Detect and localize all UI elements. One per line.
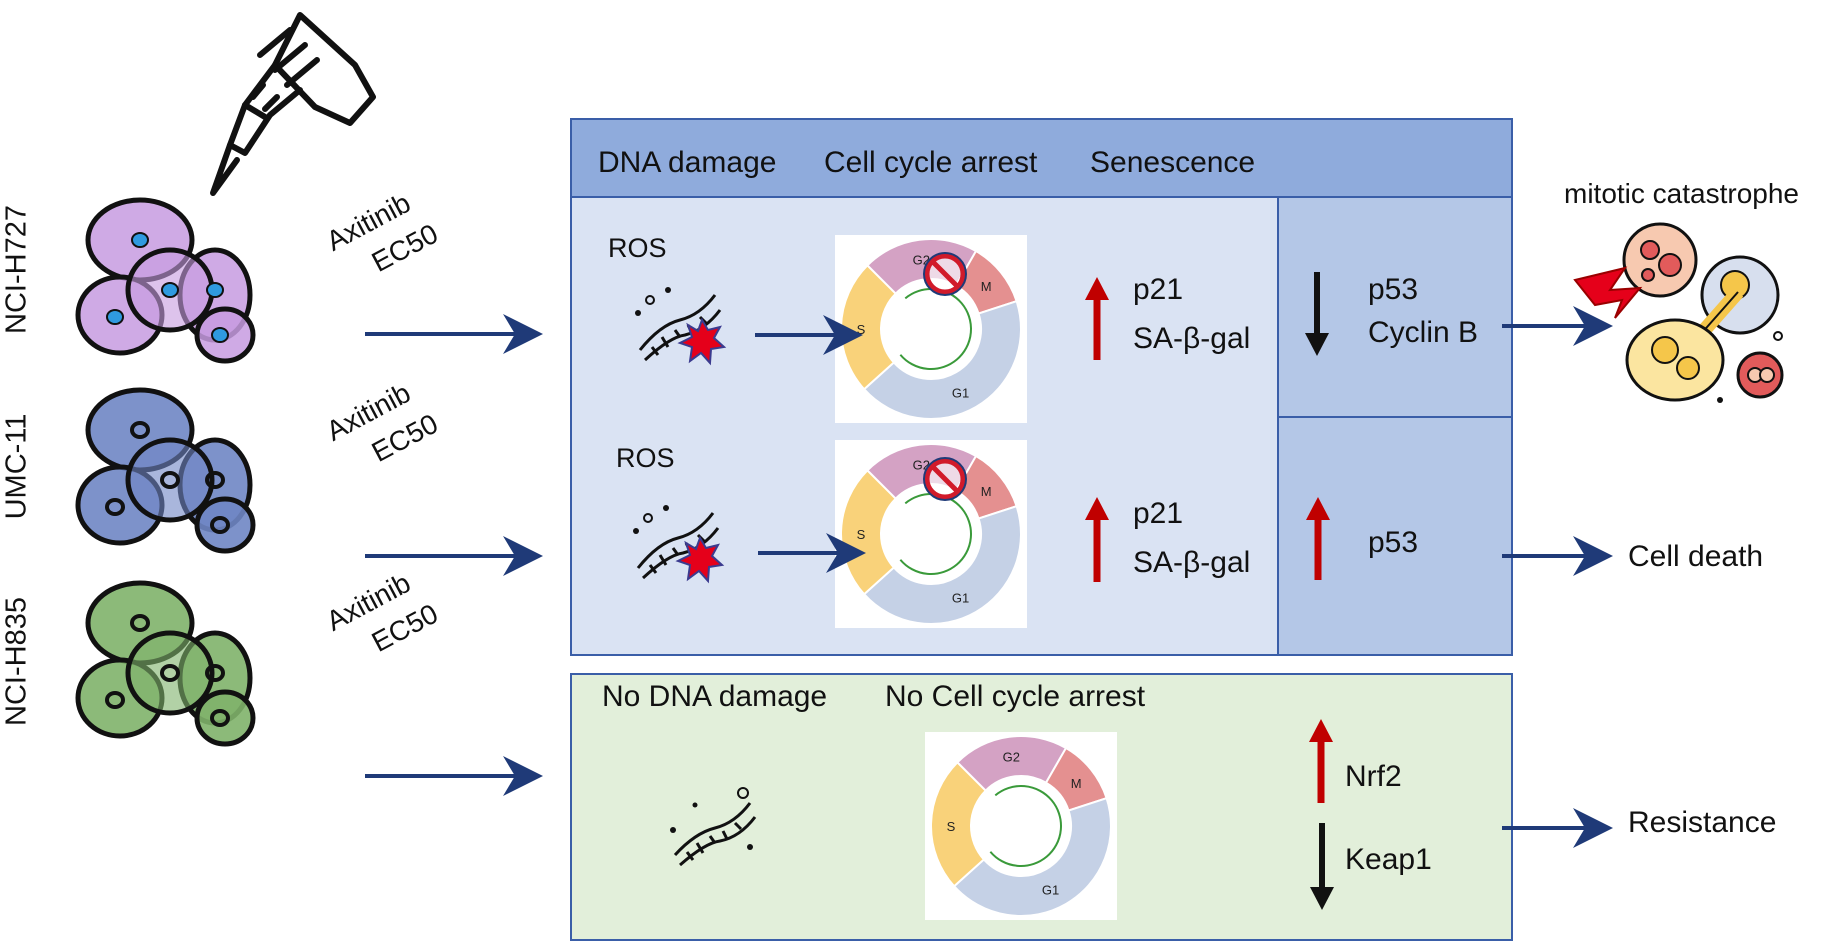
outcome-resistance: Resistance bbox=[1628, 806, 1777, 839]
header-dna-damage: DNA damage bbox=[598, 146, 777, 179]
phase-label-m: M bbox=[981, 279, 992, 294]
marker-p53-row2: p53 bbox=[1368, 526, 1419, 559]
s-segment bbox=[840, 263, 898, 391]
g1-segment bbox=[862, 299, 1022, 420]
ros-label-row2: ROS bbox=[616, 443, 675, 473]
intact-dna-icon bbox=[670, 787, 757, 867]
arrest-stop-icon bbox=[923, 252, 967, 296]
damaged-dna-icon-row2 bbox=[633, 505, 725, 584]
up-arrow-p21-row2 bbox=[1085, 497, 1109, 582]
no-cell-cycle-arrest-label: No Cell cycle arrest bbox=[885, 680, 1146, 713]
outcome-mitotic-catastrophe: mitotic catastrophe bbox=[1564, 178, 1799, 209]
cell-cluster-nci-h727 bbox=[75, 197, 256, 364]
cell-cluster-umc-11 bbox=[75, 387, 256, 554]
right-panel-row1 bbox=[1277, 196, 1513, 418]
arrest-stop-icon bbox=[923, 457, 967, 501]
marker-keap1: Keap1 bbox=[1345, 843, 1432, 876]
down-arrow-p53-row1 bbox=[1305, 272, 1329, 356]
phase-label-g1: G1 bbox=[1042, 882, 1059, 897]
down-arrow-keap1 bbox=[1310, 823, 1334, 910]
phase-label-m: M bbox=[981, 484, 992, 499]
cell-cluster-nci-h835 bbox=[75, 580, 256, 747]
cycle-direction-arrow bbox=[989, 785, 1062, 867]
header-senescence: Senescence bbox=[1090, 146, 1256, 179]
mitotic-catastrophe-icon bbox=[1573, 222, 1784, 403]
marker-sa-beta-gal-row2: SA-β-gal bbox=[1133, 546, 1251, 579]
up-arrow-nrf2 bbox=[1309, 719, 1333, 803]
marker-p21-row2: p21 bbox=[1133, 497, 1184, 530]
ros-label-row1: ROS bbox=[608, 233, 667, 263]
no-dna-damage-label: No DNA damage bbox=[602, 680, 828, 713]
phase-label-s: S bbox=[947, 819, 956, 834]
phase-label-g1: G1 bbox=[952, 590, 969, 605]
marker-cyclin-b-row1: Cyclin B bbox=[1368, 316, 1479, 349]
phase-label-g1: G1 bbox=[952, 385, 969, 400]
phase-label-g2: G2 bbox=[1003, 750, 1020, 765]
g1-segment bbox=[952, 796, 1112, 917]
marker-p53-row1: p53 bbox=[1368, 273, 1419, 306]
g1-segment bbox=[862, 504, 1022, 625]
marker-nrf2: Nrf2 bbox=[1345, 760, 1402, 793]
damaged-dna-icon-row1 bbox=[635, 287, 727, 366]
pipette-icon bbox=[210, 12, 376, 196]
marker-sa-beta-gal-row1: SA-β-gal bbox=[1133, 322, 1251, 355]
header-panel bbox=[570, 118, 1513, 198]
up-arrow-p21-row1 bbox=[1085, 277, 1109, 360]
outcome-cell-death: Cell death bbox=[1628, 540, 1764, 573]
marker-p21-row1: p21 bbox=[1133, 273, 1184, 306]
header-cell-cycle-arrest: Cell cycle arrest bbox=[824, 146, 1038, 179]
phase-label-m: M bbox=[1071, 776, 1082, 791]
s-segment bbox=[930, 760, 988, 888]
up-arrow-p53-row2 bbox=[1306, 497, 1330, 580]
